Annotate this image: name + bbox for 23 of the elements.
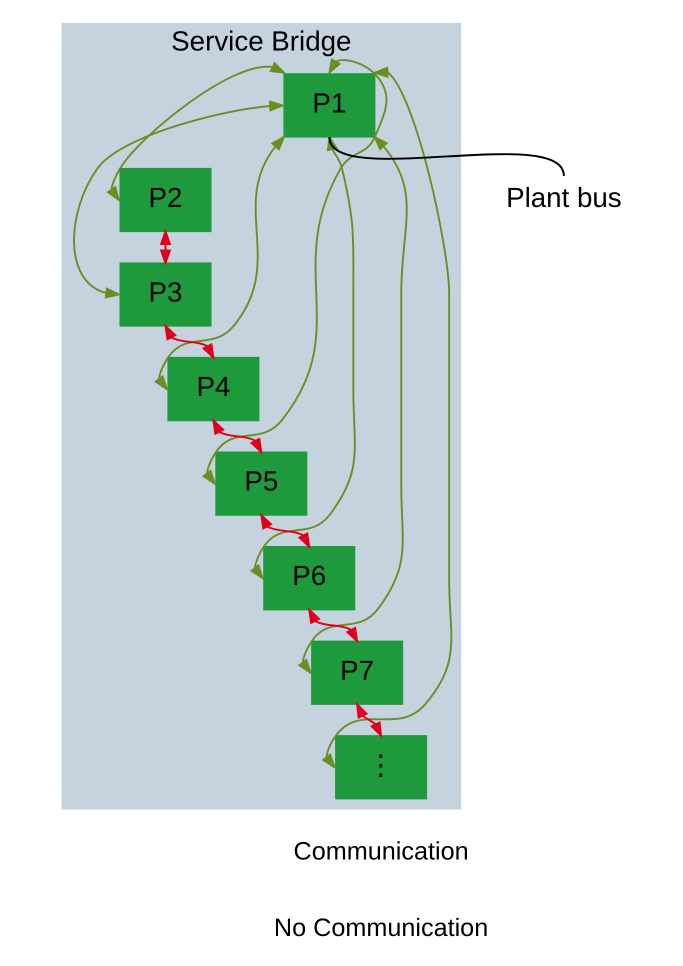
node-text: Plant bus bbox=[506, 182, 622, 214]
node-box: P7 bbox=[310, 640, 403, 705]
arrow bbox=[72, 100, 286, 299]
node-box: P4 bbox=[166, 356, 259, 422]
arrow bbox=[307, 607, 358, 644]
arrow bbox=[154, 134, 286, 392]
legend-label: No Communication bbox=[273, 914, 488, 942]
arrow bbox=[164, 324, 214, 360]
arrow bbox=[321, 66, 452, 770]
connector bbox=[328, 136, 564, 176]
arrow bbox=[259, 512, 310, 550]
legend-label: Communication bbox=[293, 837, 468, 866]
node-box: P3 bbox=[119, 262, 212, 327]
node-box: P5 bbox=[214, 451, 307, 516]
arrow bbox=[106, 62, 286, 202]
arrow bbox=[159, 228, 171, 266]
node-box: P2 bbox=[119, 168, 212, 232]
arrow bbox=[212, 418, 262, 455]
arrow bbox=[201, 58, 387, 486]
node-box: P1 bbox=[282, 73, 375, 138]
arrow bbox=[355, 702, 382, 738]
node-box: ⋮ bbox=[334, 735, 427, 800]
node-box: P6 bbox=[262, 546, 355, 610]
